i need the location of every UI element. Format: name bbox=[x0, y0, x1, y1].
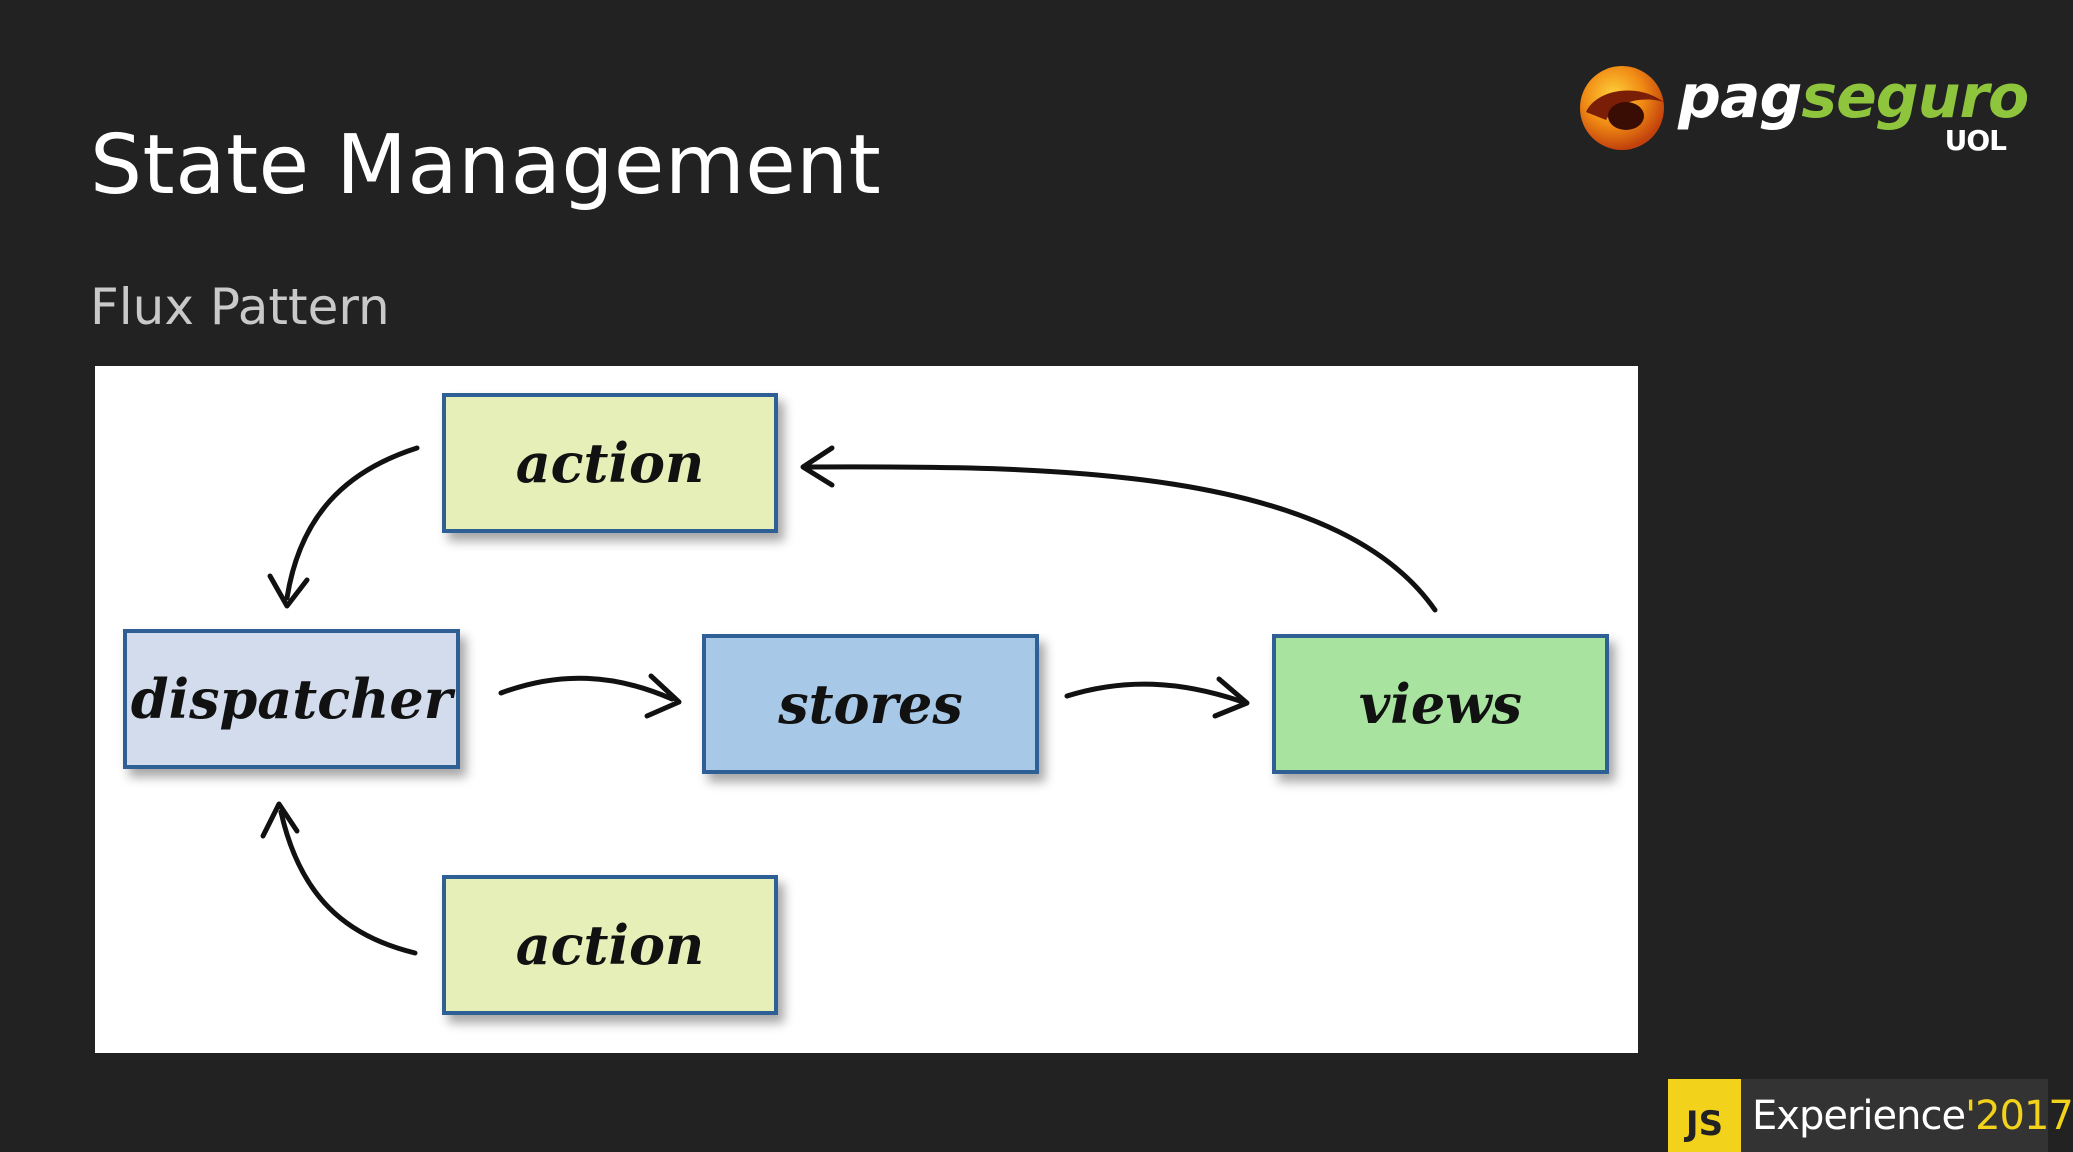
logo-uol: UOL bbox=[1944, 124, 2007, 157]
flux-arrows bbox=[260, 445, 1438, 956]
arrow-dispatcher-to-stores bbox=[498, 675, 675, 702]
node-views: views bbox=[1272, 634, 1609, 774]
arrowhead-views-to-action bbox=[800, 445, 835, 488]
arrow-action-to-dispatcher bbox=[284, 445, 420, 601]
badge-year: '2017 bbox=[1965, 1093, 2073, 1139]
pagseguro-wordmark: pagseguro bbox=[1678, 62, 2029, 132]
slide-title: State Management bbox=[90, 118, 882, 213]
arrowhead-stores-to-views bbox=[1212, 676, 1250, 719]
node-action-top: action bbox=[442, 393, 778, 533]
js-experience-badge: JS Experience'2017 bbox=[1668, 1079, 2073, 1152]
logo-seguro: seguro bbox=[1801, 62, 2029, 132]
node-dispatcher: dispatcher bbox=[123, 629, 460, 769]
flux-diagram: action dispatcher stores views action bbox=[95, 366, 1638, 1053]
node-action-bottom: action bbox=[442, 875, 778, 1015]
logo-pag: pag bbox=[1678, 62, 1802, 132]
arrowhead-action-bottom-to-dispatcher bbox=[260, 801, 300, 839]
arrowhead-dispatcher-to-stores bbox=[644, 673, 682, 719]
arrowhead-action-to-dispatcher bbox=[267, 573, 310, 609]
arrow-views-to-action bbox=[807, 464, 1438, 613]
badge-experience: Experience bbox=[1752, 1093, 1966, 1139]
arrow-stores-to-views bbox=[1064, 681, 1243, 704]
pagseguro-logo-icon bbox=[1580, 66, 1664, 150]
js-logo: JS bbox=[1668, 1079, 1741, 1152]
pagseguro-logo: pagseguro UOL bbox=[1576, 58, 2029, 168]
slide-subtitle: Flux Pattern bbox=[90, 278, 390, 336]
badge-text: Experience'2017 bbox=[1752, 1093, 2073, 1139]
arrow-action-bottom-to-dispatcher bbox=[278, 809, 418, 956]
node-stores: stores bbox=[702, 634, 1039, 774]
